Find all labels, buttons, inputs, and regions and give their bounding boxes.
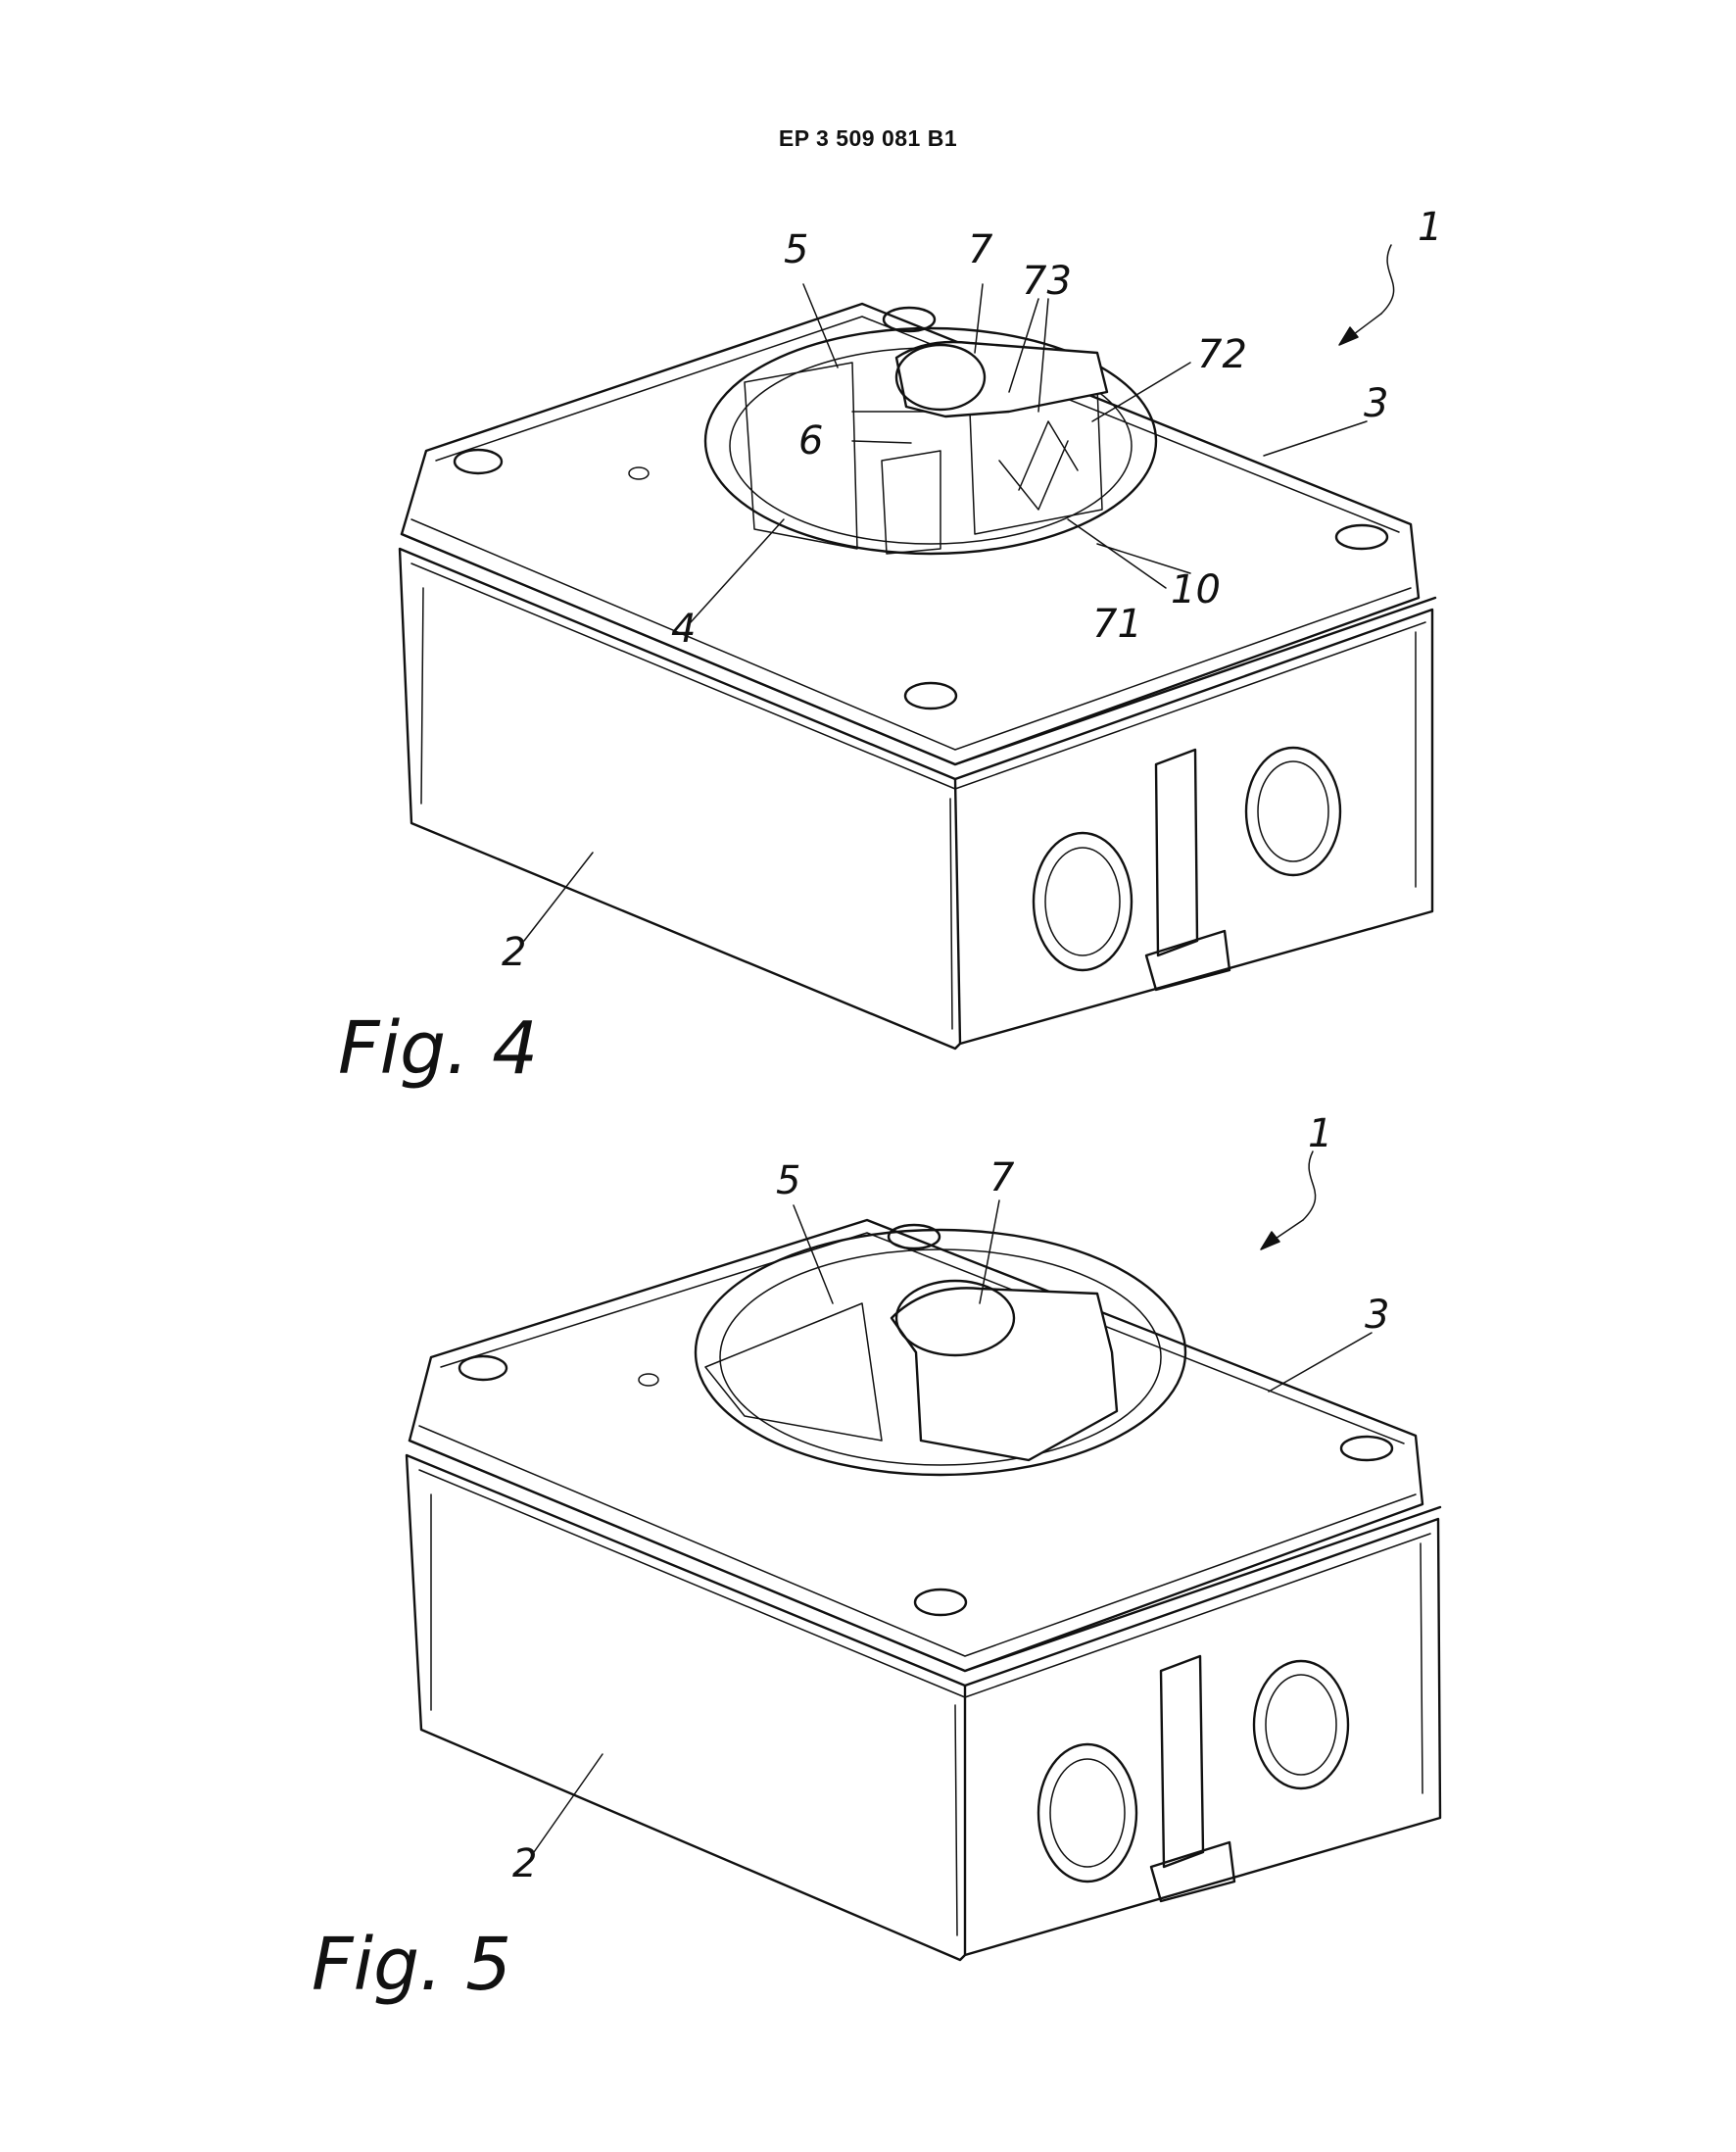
fig4-ref-3: 3 xyxy=(1364,381,1388,426)
fig5-ref-2: 2 xyxy=(512,1841,537,1886)
fig5-ref-5: 5 xyxy=(776,1158,800,1203)
fig4-ref-73: 73 xyxy=(1022,259,1072,304)
fig5-caption: Fig. 5 xyxy=(312,1923,511,2007)
fig4-ref-4: 4 xyxy=(671,607,696,652)
fig5-gauges xyxy=(1037,1654,1350,1903)
fig4-gauges xyxy=(1032,746,1342,992)
fig5-ref-1: 1 xyxy=(1308,1111,1332,1156)
fig4-leaders xyxy=(523,244,1395,942)
fig4-ref-10: 10 xyxy=(1171,567,1221,612)
patent-number: EP 3 509 081 B1 xyxy=(778,125,958,151)
fig5-ref-7: 7 xyxy=(989,1155,1015,1200)
fig4-ref-5: 5 xyxy=(784,227,808,272)
fig5-lid xyxy=(408,1218,1424,1673)
figure-5: Fig. 5 1 5 7 3 2 xyxy=(312,1111,1442,2007)
fig4-ref-2: 2 xyxy=(502,930,526,975)
figure-4: Fig. 4 1 5 7 73 72 3 6 10 71 4 2 xyxy=(338,205,1442,1091)
fig4-ref-6: 6 xyxy=(798,418,823,464)
fig4-ref-71: 71 xyxy=(1092,602,1142,647)
fig4-ref-7: 7 xyxy=(968,227,993,272)
fig5-ref-3: 3 xyxy=(1365,1293,1389,1338)
fig4-ref-1: 1 xyxy=(1418,205,1442,250)
fig4-caption: Fig. 4 xyxy=(338,1006,538,1091)
fig5-leaders xyxy=(533,1150,1373,1853)
fig4-lid xyxy=(400,302,1421,766)
fig4-ref-72: 72 xyxy=(1197,332,1247,377)
